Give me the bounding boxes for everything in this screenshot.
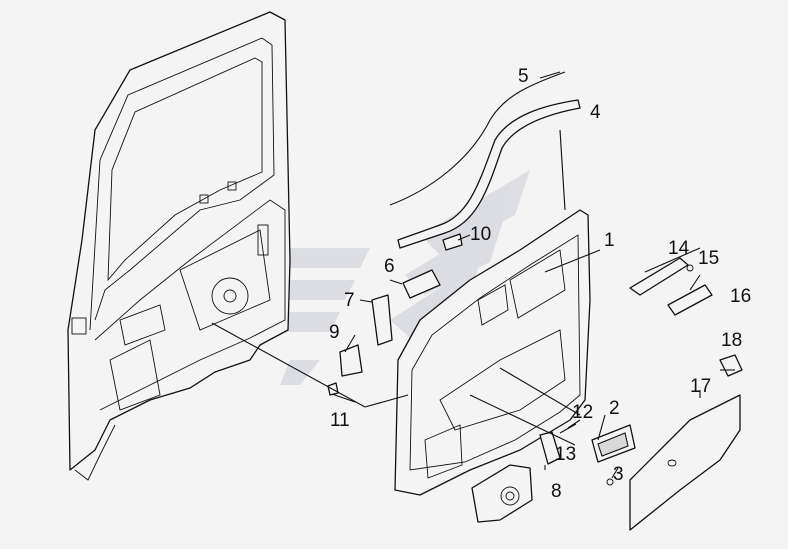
callout-12: 12 — [572, 402, 593, 423]
trim-cover — [629, 394, 741, 531]
inner-handle — [539, 424, 636, 486]
callout-1: 1 — [604, 230, 615, 251]
callout-5: 5 — [518, 66, 529, 87]
callout-3: 3 — [613, 464, 624, 485]
callout-17: 17 — [690, 376, 711, 397]
callout-16: 16 — [730, 286, 751, 307]
outer-handle-parts — [629, 257, 713, 316]
clip-fastener — [719, 354, 743, 377]
callout-15: 15 — [698, 248, 719, 269]
callout-14: 14 — [668, 238, 690, 259]
callout-11: 11 — [330, 410, 350, 431]
callout-13: 13 — [555, 444, 576, 465]
callout-2: 2 — [609, 398, 620, 419]
door-frame — [67, 11, 291, 481]
callout-8: 8 — [551, 481, 562, 502]
callout-4: 4 — [590, 102, 601, 123]
callout-6: 6 — [384, 256, 395, 277]
callout-10: 10 — [470, 224, 491, 245]
callout-9: 9 — [329, 322, 340, 343]
screws — [559, 419, 581, 434]
window-seal-strip — [389, 71, 581, 249]
inner-door-panel — [394, 209, 591, 496]
small-parts — [327, 233, 463, 396]
callout-18: 18 — [721, 330, 742, 351]
callout-7: 7 — [344, 290, 355, 311]
door-pocket — [471, 464, 533, 523]
leader-lines — [211, 71, 735, 470]
